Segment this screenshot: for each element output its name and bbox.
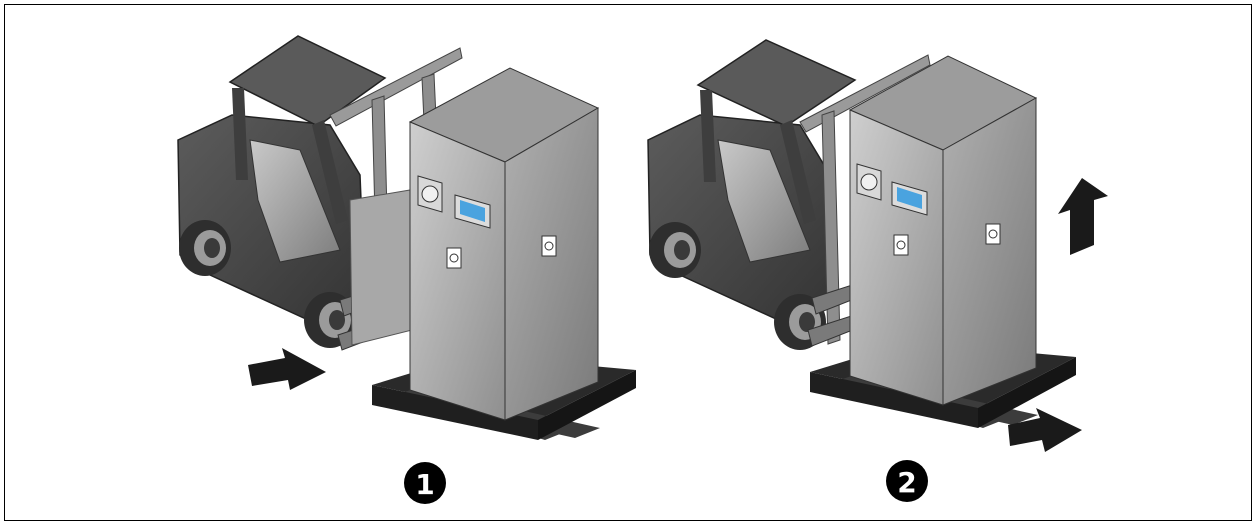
cabinet-2 [848,55,1038,406]
screen-icon [460,200,485,222]
scene-1: 1 [177,35,636,504]
forklift-2 [647,39,931,350]
label-icon [541,235,557,257]
switch-knob-icon [856,163,882,201]
wheel-icon [179,220,231,276]
label-icon [446,247,462,269]
wheel-icon [649,222,701,278]
cabinet-1 [408,67,600,421]
right-arrow-icon [248,348,326,390]
label-icon [893,234,909,256]
step-number-2: 2 [897,466,916,499]
up-arrow-icon [1058,178,1108,255]
switch-knob-icon [417,175,443,213]
step-badge-2: 2 [886,460,928,502]
step-badge-1: 1 [404,462,446,504]
forklift-1 [177,35,463,351]
step-number-1: 1 [415,468,434,501]
right-arrow-icon [1008,408,1082,452]
screen-icon [897,187,922,209]
label-icon [985,223,1001,245]
scene-2: 2 [647,39,1108,502]
